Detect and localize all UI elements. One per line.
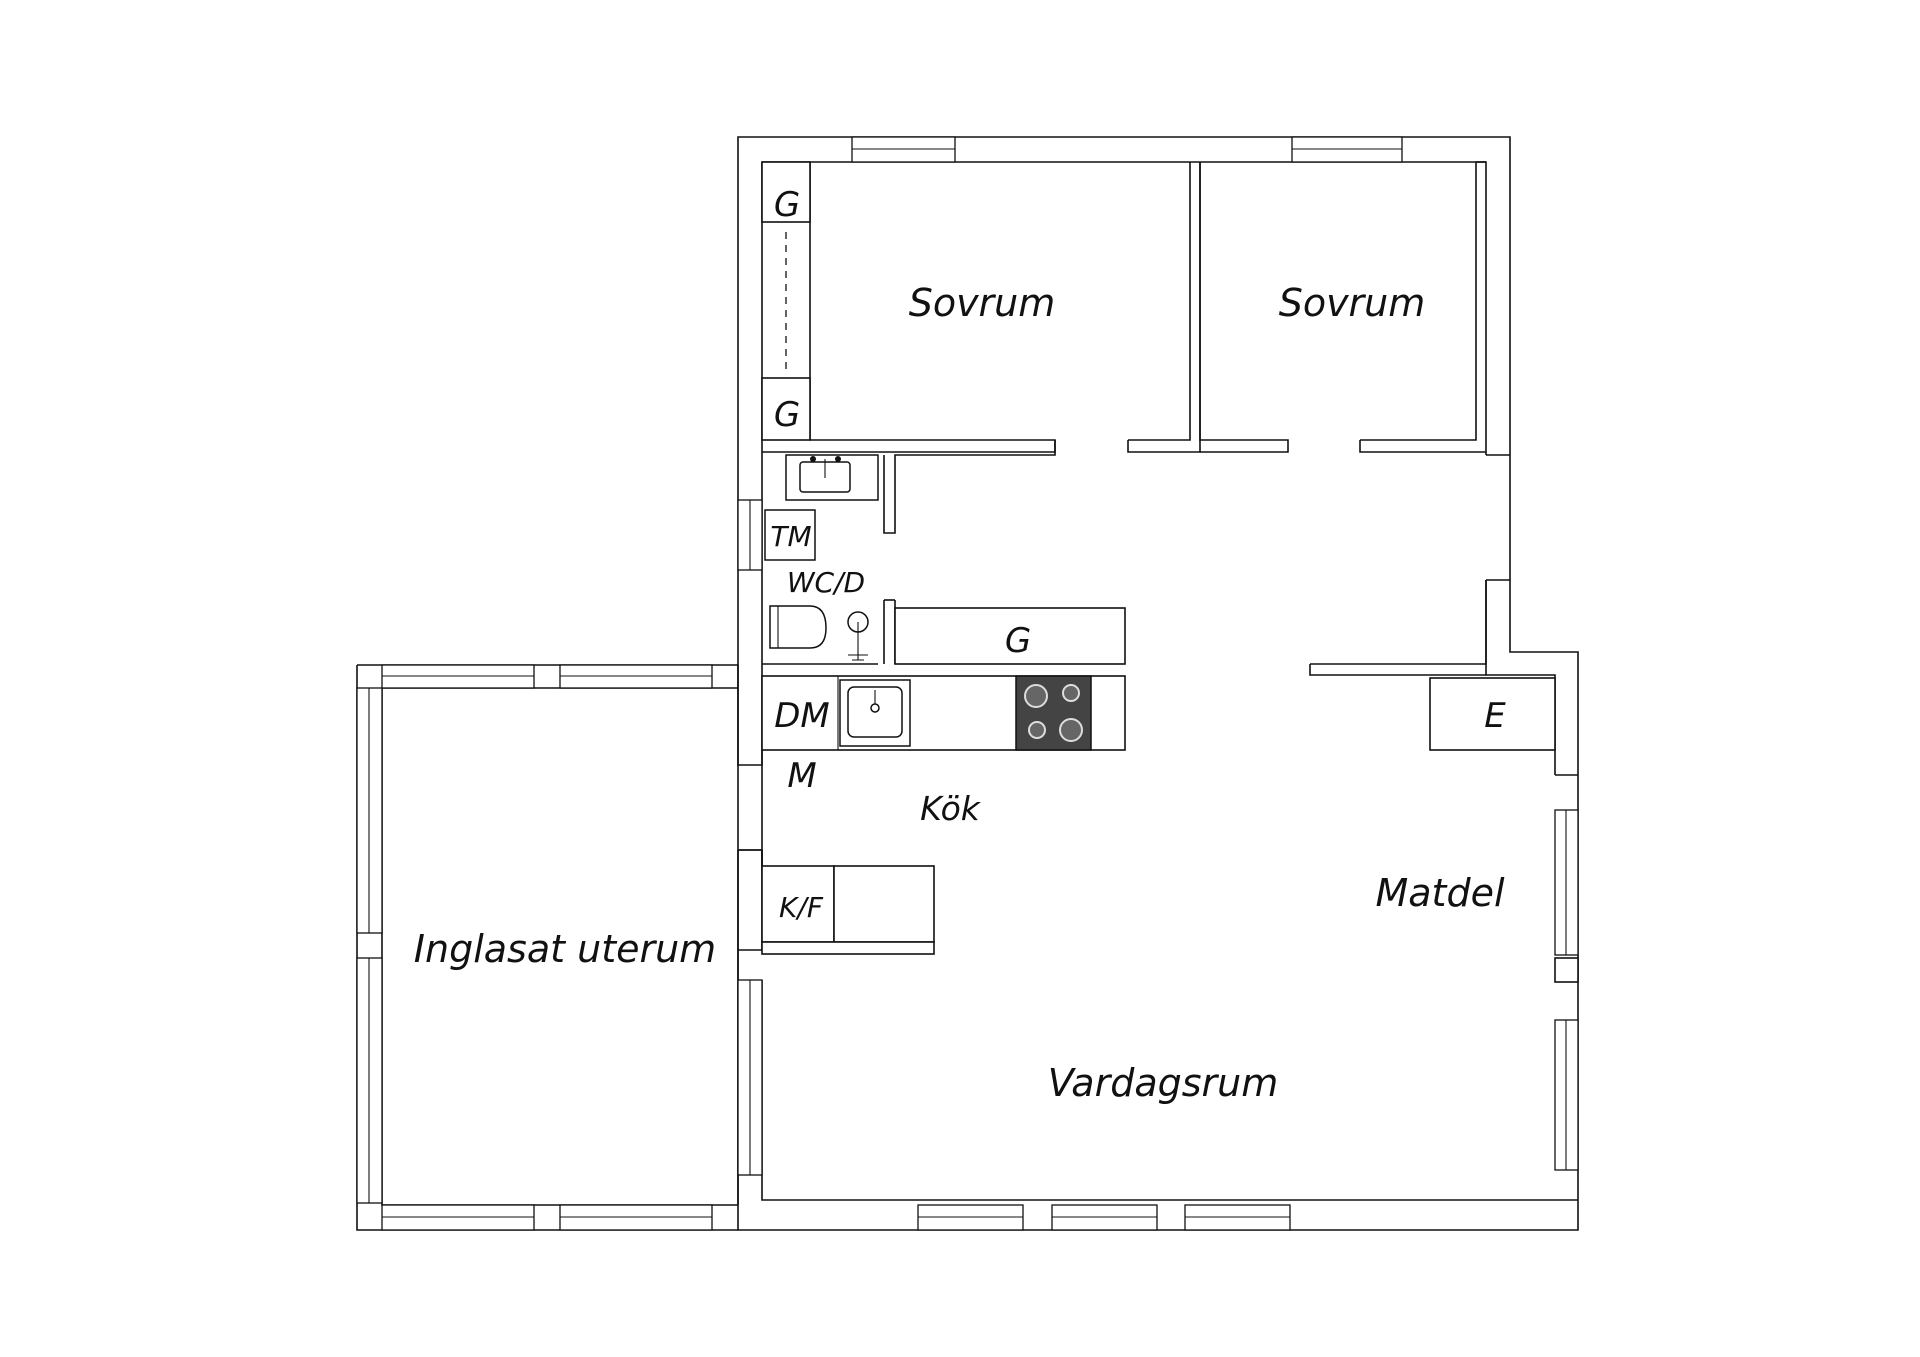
label-mikro: M <box>787 756 816 796</box>
label-garderob-3: G <box>1005 621 1031 661</box>
label-kok: Kök <box>920 789 982 828</box>
windows <box>356 136 1579 1231</box>
washing-machine-box <box>764 509 816 561</box>
fridge-counter <box>738 849 935 955</box>
label-sovrum-1: Sovrum <box>909 281 1056 325</box>
label-el: E <box>1484 696 1506 736</box>
label-sovrum-2: Sovrum <box>1279 281 1426 325</box>
toilet-icon <box>769 605 827 649</box>
kitchen-fixtures <box>839 675 1092 751</box>
hall-walls <box>1309 580 1487 676</box>
label-matdel: Matdel <box>1375 871 1504 915</box>
label-wc: WC/D <box>787 566 865 599</box>
stove-icon <box>1015 675 1092 751</box>
label-garderob-2: G <box>774 395 800 435</box>
label-garderob-1: G <box>774 185 800 225</box>
label-kyl-frys: K/F <box>779 891 824 924</box>
label-vardagsrum: Vardagsrum <box>1048 1061 1279 1105</box>
label-uterum: Inglasat uterum <box>414 927 716 971</box>
label-tvattmaskin: TM <box>770 520 811 553</box>
fixture-labels: G G G TM DM M K/F E <box>764 185 1506 924</box>
bathroom-fixtures <box>769 454 879 661</box>
room-labels: Sovrum Sovrum WC/D Kök Matdel Inglasat u… <box>414 281 1505 1105</box>
electrical-cabinet <box>1429 677 1556 751</box>
label-diskmaskin: DM <box>774 696 830 736</box>
bedroom-walls <box>761 161 1486 453</box>
